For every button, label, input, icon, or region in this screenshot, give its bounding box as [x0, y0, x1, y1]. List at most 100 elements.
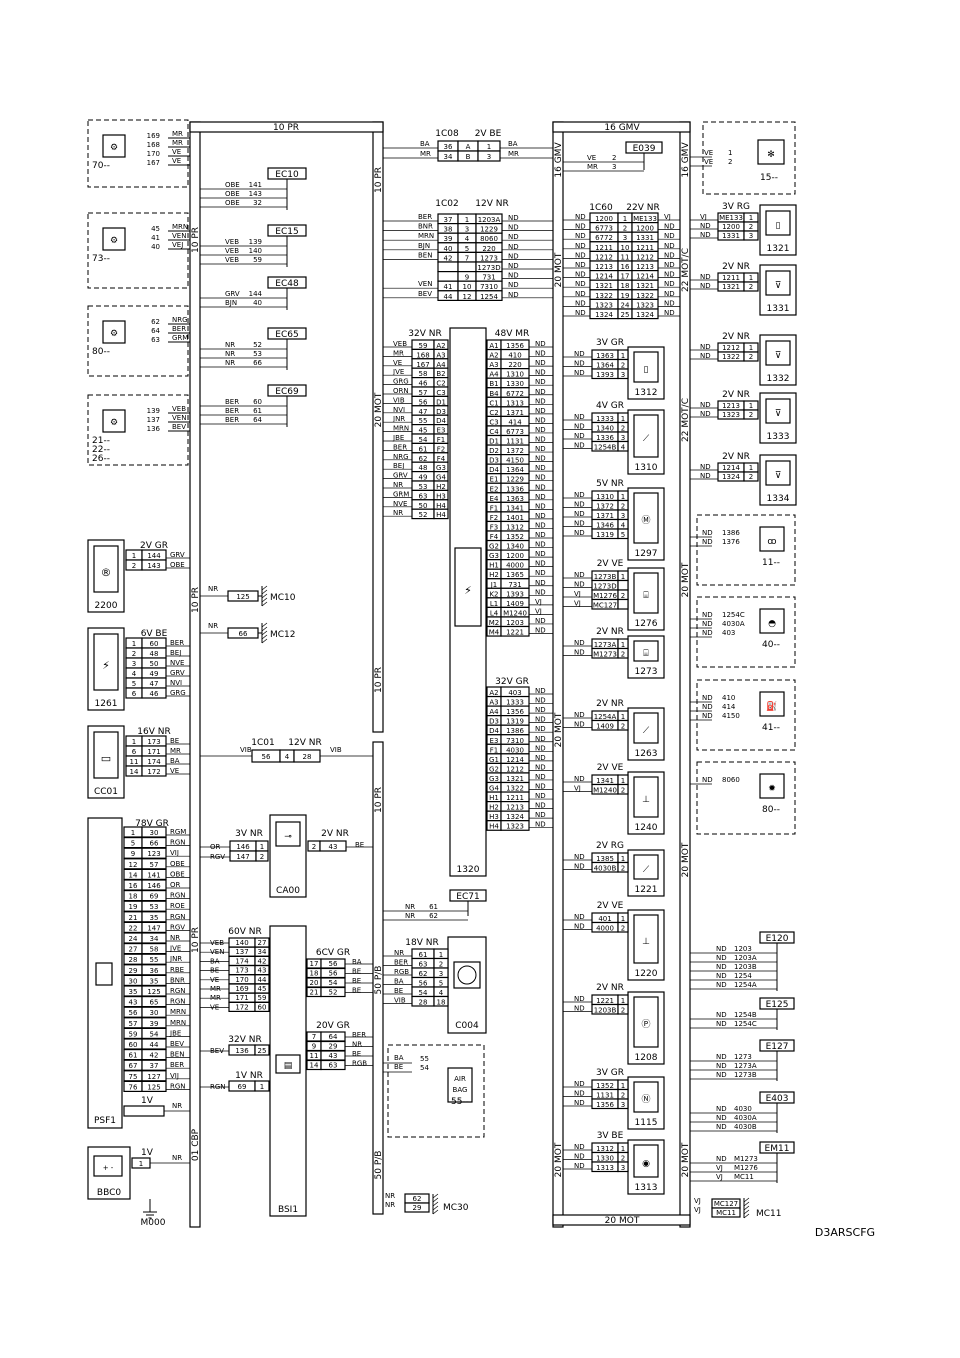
pin-number: 1211: [506, 794, 524, 802]
harness-side-label: 20 MOT: [554, 252, 564, 287]
component-code: 70--: [92, 161, 110, 171]
connector-label: 3V GR: [596, 1068, 624, 1078]
wire-color: ND: [535, 687, 546, 695]
wire-color: ND: [575, 242, 586, 250]
pin-cell: [141, 942, 167, 955]
wire-color: BE: [394, 1063, 403, 1071]
pin-number: 1229: [480, 226, 498, 234]
pin-number: 1322: [636, 292, 654, 300]
pin-number: 66: [150, 840, 159, 848]
component-code: CA00: [276, 886, 300, 896]
pin-number: 731: [508, 581, 521, 589]
component-icon: [275, 1054, 301, 1074]
pin-number: 174: [147, 758, 161, 766]
pin-number: 1213: [595, 263, 613, 271]
wire-color: ND: [716, 1071, 727, 1079]
pin-number: M1276: [593, 592, 617, 600]
pin-cell: [617, 579, 629, 591]
pin-number: 1313: [506, 399, 524, 407]
pin-cell: [617, 528, 629, 540]
wire-color: ND: [574, 1143, 585, 1151]
wire-color: VEN: [172, 414, 186, 422]
wire-color: ND: [702, 703, 713, 711]
wire: [432, 1209, 439, 1215]
pin-number: H1: [489, 794, 499, 802]
pin-number: MC11: [734, 1173, 754, 1181]
wire-color: NR: [352, 1041, 362, 1049]
wire-color: ND: [535, 359, 546, 367]
pin-number: 60: [253, 398, 262, 406]
wire-color: VEB: [225, 256, 239, 264]
wire-color: ND: [716, 1105, 727, 1113]
pin-number: 1213: [506, 804, 524, 812]
wire-color: ND: [574, 923, 585, 931]
pin-number: 1321: [595, 282, 613, 290]
pin-number: 16: [129, 882, 138, 890]
component-code: 41--: [762, 723, 780, 733]
pin-number: H4: [436, 502, 446, 510]
pin-number: F2: [437, 445, 445, 453]
wire-color: VEJ: [172, 241, 183, 249]
wire-color: ND: [508, 291, 519, 299]
pin-number: B2: [436, 370, 445, 378]
pin-number: 67: [129, 1062, 138, 1070]
pin-number: 48: [419, 464, 428, 472]
pin-number: 56: [419, 398, 428, 406]
pin-number: 123: [147, 850, 160, 858]
pin-number: 4000: [506, 562, 524, 570]
wire-color: OBE: [225, 190, 240, 198]
pin-number: C2: [489, 409, 498, 417]
wire-color: VE: [704, 149, 713, 157]
component-code: 1240: [635, 823, 658, 833]
component-symbol-icon: ⛽: [766, 700, 777, 712]
pin-number: 18: [437, 999, 446, 1007]
pin-number: 45: [419, 427, 428, 435]
pin-number: 63: [419, 492, 428, 500]
pin-number: 44: [444, 293, 453, 301]
wire-color: ND: [535, 350, 546, 358]
pin-number: 3: [487, 153, 491, 161]
pin-cell: [141, 687, 167, 699]
wire-color: ND: [508, 224, 519, 232]
wire: [743, 1213, 750, 1219]
wire-color: ND: [508, 243, 519, 251]
pin-number: 49: [419, 474, 428, 482]
pin-number: 1322: [595, 292, 613, 300]
pin-number: 7310: [506, 737, 524, 745]
wire-color: JVE: [169, 945, 181, 953]
pin-number: 1323: [506, 823, 524, 831]
pin-number: 30: [150, 829, 159, 837]
component-code: 1313: [635, 1183, 658, 1193]
pin-number: 1: [621, 915, 625, 923]
component-code: 1321: [767, 244, 790, 254]
wire-color: ND: [535, 541, 546, 549]
pin-number: 63: [329, 1062, 338, 1070]
wire-color: ND: [664, 261, 675, 269]
wire-color: ORN: [393, 387, 409, 395]
wire-color: MRN: [170, 1019, 186, 1027]
pin-number: 27: [129, 946, 138, 954]
component-code: 1331: [767, 304, 790, 314]
component-symbol-icon: ⊽: [775, 471, 782, 481]
pin-number: 1330: [596, 1155, 614, 1163]
wire-color: VJ: [716, 1173, 723, 1181]
wire-color: ND: [716, 945, 727, 953]
wire-color: OBE: [170, 561, 185, 569]
pin-number: 1356: [596, 1101, 614, 1109]
pin-number: B4: [489, 390, 499, 398]
wire-color: BEV: [418, 290, 432, 298]
wire-color: ND: [664, 280, 675, 288]
wire: [261, 597, 268, 603]
wire-color: NR: [208, 585, 218, 593]
pin-number: 1: [621, 352, 625, 360]
harness-label-bottom-right: 20 MOT: [605, 1216, 640, 1226]
connector-label: 2V NR: [722, 332, 750, 342]
wire-color: ND: [700, 343, 711, 351]
pin-number: 1393: [506, 590, 524, 598]
pin-number: 4: [621, 444, 626, 452]
